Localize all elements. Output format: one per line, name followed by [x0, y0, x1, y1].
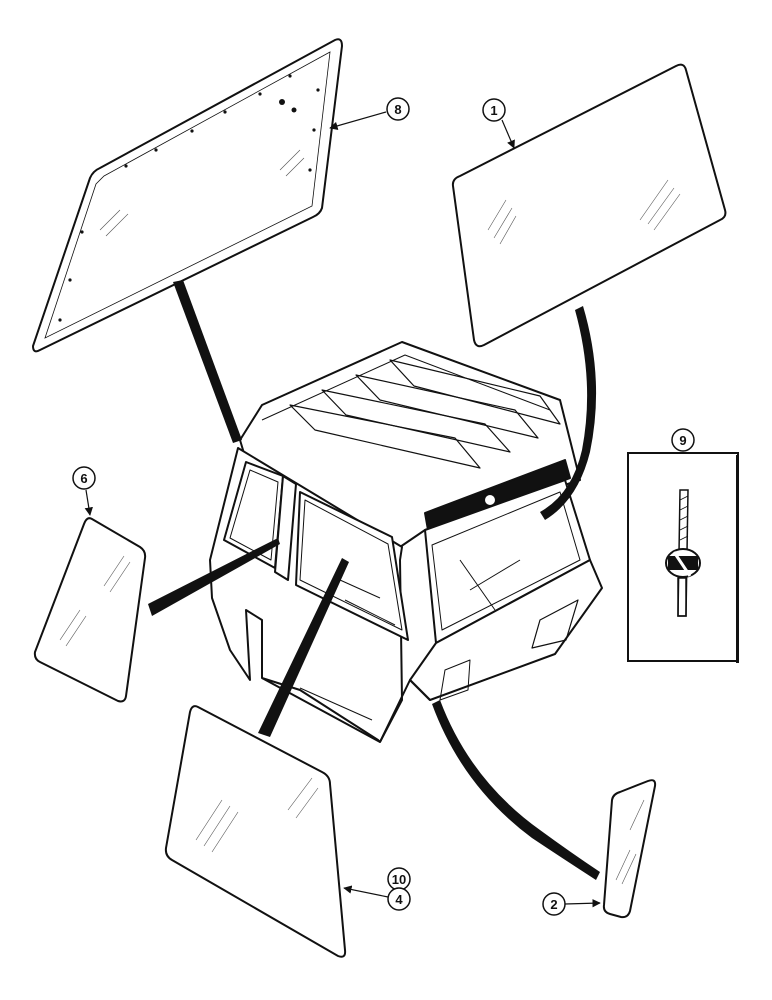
callout-10-label: 10: [392, 872, 406, 887]
callout-6: 6: [72, 466, 96, 516]
callout-8-label: 8: [394, 102, 401, 117]
seal-detail-inset: [627, 452, 739, 663]
callout-4-label: 4: [395, 892, 403, 907]
small-glass-panel: [602, 779, 657, 919]
callout-6-label: 6: [80, 471, 87, 486]
leader-rear-glass: [540, 306, 597, 520]
rear-glass-panel: [451, 63, 727, 348]
callout-8: 8: [329, 97, 410, 130]
leader-side-glass: [148, 538, 280, 616]
roof-glass-panel: [31, 38, 344, 353]
side-glass-panel-left: [33, 517, 147, 703]
callout-2-label: 2: [550, 897, 557, 912]
connector-leaders: [148, 280, 600, 880]
leader-roof-glass: [173, 280, 242, 443]
callout-1-label: 1: [490, 103, 497, 118]
callout-1: 1: [482, 98, 515, 149]
door-glass-panel: [164, 705, 347, 958]
callout-9-label: 9: [679, 433, 686, 448]
tractor-cab-body: [209, 341, 603, 743]
callout-9: 9: [671, 428, 695, 452]
callout-10-4: 10 4: [343, 867, 411, 911]
leader-door-glass: [258, 558, 349, 737]
leader-small-glass: [432, 700, 600, 880]
callout-2: 2: [542, 892, 601, 916]
